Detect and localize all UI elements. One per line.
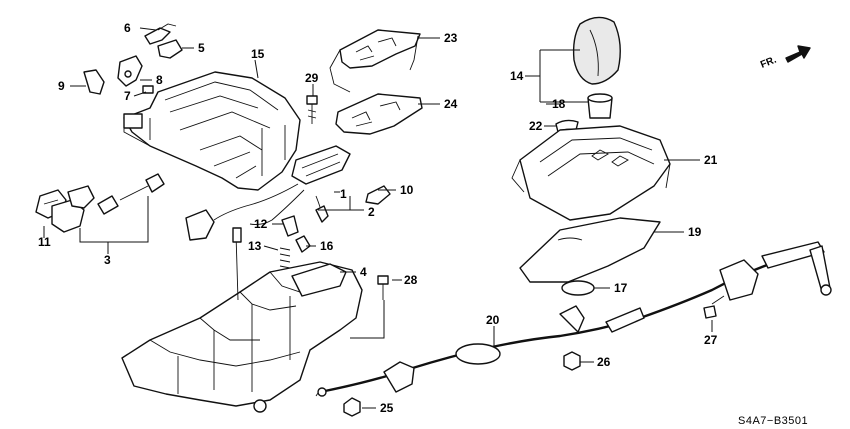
callout-19: 19	[688, 225, 702, 239]
callout-15: 15	[251, 47, 265, 61]
callout-11: 11	[38, 235, 51, 249]
callout-4: 4	[360, 265, 367, 279]
callout-13: 13	[248, 239, 262, 253]
part-23-indicator-plate	[329, 29, 421, 93]
front-direction-indicator: FR.	[759, 45, 811, 71]
callout-27: 27	[704, 333, 718, 347]
part-28-bolt	[377, 275, 389, 300]
callout-6: 6	[124, 21, 131, 35]
callout-18: 18	[552, 97, 566, 111]
callout-23: 23	[444, 31, 458, 45]
callout-26: 26	[597, 355, 611, 369]
callout-numbers: 6 5 8 7 9 15 29 23 24 1 10 2 11 3 12 13 …	[38, 21, 718, 415]
direction-label: FR.	[759, 54, 778, 70]
callout-12: 12	[254, 217, 268, 231]
part-19-trim-panel	[519, 217, 661, 283]
callout-10: 10	[400, 183, 414, 197]
part-17-disk	[561, 280, 595, 296]
callout-3: 3	[104, 253, 111, 267]
callout-9: 9	[58, 79, 65, 93]
parts-small-clips	[83, 23, 183, 95]
callout-21: 21	[704, 153, 718, 167]
parts-12-13-16	[279, 215, 311, 269]
callout-28: 28	[404, 273, 418, 287]
callout-14: 14	[510, 69, 524, 83]
callout-17: 17	[614, 281, 628, 295]
part-11-switch	[35, 185, 95, 233]
part-14-shift-knob	[572, 16, 621, 119]
callout-16: 16	[320, 239, 334, 253]
part-24-slide-plate	[335, 93, 423, 135]
callout-25: 25	[380, 401, 394, 415]
callout-2: 2	[368, 205, 375, 219]
diagram-code: S4A7−B3501	[738, 415, 808, 427]
callout-29: 29	[305, 71, 319, 85]
callout-7: 7	[124, 89, 131, 103]
part-21-console-panel	[511, 125, 671, 221]
part-4-base-bracket	[121, 227, 363, 413]
parts-25-26-27-fasteners	[343, 295, 725, 417]
part-29-bolt	[306, 95, 318, 124]
part-20-shift-cable	[315, 241, 832, 397]
part-15-shift-housing	[123, 71, 301, 191]
callout-22: 22	[529, 119, 543, 133]
part-3-lock-rod	[97, 173, 165, 215]
callout-24: 24	[444, 97, 458, 111]
callout-20: 20	[486, 313, 500, 327]
callout-8: 8	[156, 73, 163, 87]
leader-lines	[43, 27, 713, 409]
callout-5: 5	[198, 41, 205, 55]
callout-1: 1	[340, 187, 347, 201]
